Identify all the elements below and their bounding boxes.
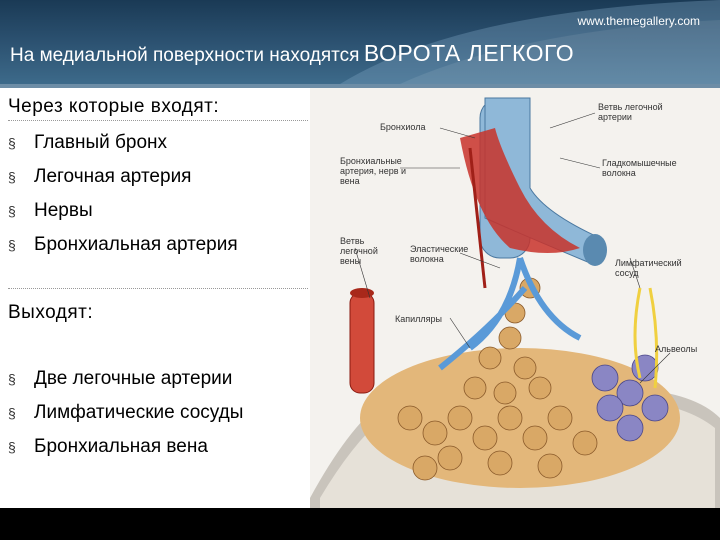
list-item: § Бронхиальная артерия [8, 228, 238, 262]
bullet-icon: § [8, 371, 16, 387]
list-item: § Две легочные артерии [8, 362, 243, 396]
label-elastic-fibers: Эластические волокна [410, 244, 469, 264]
label-vein-branch: Ветвь легочной вены [340, 236, 378, 266]
label-alveoli: Альвеолы [655, 344, 698, 354]
bullet-icon: § [8, 169, 16, 185]
dotted-divider [8, 120, 308, 121]
list-item-label: Бронхиальная артерия [34, 234, 238, 255]
bullet-icon: § [8, 237, 16, 253]
slide-content: Через которые входят: § Главный бронх § Ле… [0, 88, 720, 508]
label-lymph-vessel: Лимфатический сосуд [615, 258, 682, 278]
label-capillaries: Капилляры [395, 314, 442, 324]
bullet-icon: § [8, 405, 16, 421]
list-item: § Бронхиальная вена [8, 430, 243, 464]
entering-list: §Главный бронх §Легочная артерия §Нервы … [8, 126, 238, 262]
list-item-label: Бронхиальная вена [34, 436, 208, 457]
dotted-divider [8, 288, 308, 289]
list-item-label: Главный бронх [34, 132, 168, 153]
lung-diagram-graphic [310, 97, 720, 508]
label-bronchial-vessels: Бронхиальные артерия, нерв и вена [340, 156, 407, 186]
label-smooth-muscle: Гладкомышечные волокна [602, 158, 677, 178]
entering-heading: Через которые входят: [8, 96, 220, 117]
exiting-list: § Две легочные артерии § Лимфатические сос… [8, 362, 243, 464]
slide-header: www.themegallery.com На медиальной повер… [0, 0, 720, 84]
bullet-icon: § [8, 439, 16, 455]
bullet-icon: § [8, 135, 16, 151]
list-item: § Легочная артерия [8, 160, 238, 194]
slide-title-part2: ВОРОТА ЛЕГКОГО [363, 40, 575, 66]
list-item: § Нервы [8, 194, 238, 228]
slide-title-part1: На медиальной поверхности находятся [10, 45, 360, 66]
bullet-icon: § [8, 203, 16, 219]
exiting-heading: Выходят: [8, 302, 94, 323]
website-url: www.themegallery.com [577, 14, 700, 28]
list-item: § Лимфатические сосуды [8, 396, 243, 430]
list-item: § Главный бронх [8, 126, 238, 160]
slide-title: На медиальной поверхности находятся ВОРО… [10, 40, 574, 67]
lung-anatomy-illustration: Бронхиола Ветвь легочной артерии Бронхиа… [310, 88, 720, 508]
list-item-label: Лимфатические сосуды [34, 402, 244, 423]
header-wave-decoration [340, 0, 720, 84]
header-divider [0, 84, 720, 88]
list-item-label: Нервы [34, 200, 93, 221]
list-item-label: Две легочные артерии [34, 368, 233, 389]
label-bronchiole: Бронхиола [380, 122, 426, 132]
label-artery-branch: Ветвь легочной артерии [598, 102, 663, 122]
bottom-bar [0, 508, 720, 540]
list-item-label: Легочная артерия [34, 166, 192, 187]
